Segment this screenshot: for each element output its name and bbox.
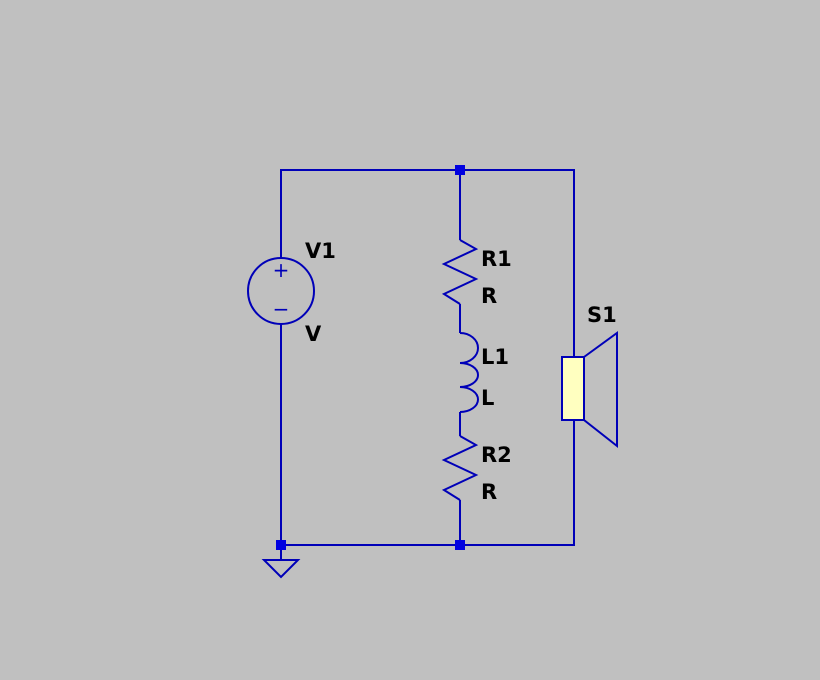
resistor-r2[interactable]: R2 R — [441, 435, 512, 504]
l1-value-label: L — [481, 386, 494, 410]
junction-bottom[interactable] — [455, 540, 465, 550]
l1-name-label: L1 — [481, 345, 509, 369]
junction-top[interactable] — [455, 165, 465, 175]
resistor-zigzag-icon — [441, 239, 479, 305]
speaker-cone-icon — [583, 331, 618, 449]
junction-ground[interactable] — [276, 540, 286, 550]
ground-icon — [261, 559, 301, 579]
v1-value-label: V — [305, 322, 322, 346]
speaker-body-icon — [561, 356, 585, 421]
ground-symbol[interactable] — [261, 559, 301, 579]
v1-name-label: V1 — [305, 239, 336, 263]
v1-minus-sign: − — [273, 297, 290, 321]
inductor-coil-icon — [459, 332, 479, 413]
resistor-zigzag-icon — [441, 435, 479, 501]
voltage-source-circle-icon — [247, 257, 315, 325]
r2-value-label: R — [481, 480, 497, 504]
junctions — [276, 165, 465, 550]
resistor-r1[interactable]: R1 R — [441, 239, 512, 308]
wire-left-bottom[interactable] — [280, 324, 575, 546]
speaker-s1[interactable]: S1 — [561, 303, 618, 449]
r1-value-label: R — [481, 284, 497, 308]
r2-name-label: R2 — [481, 443, 512, 467]
wires — [280, 169, 575, 560]
inductor-l1[interactable]: L1 L — [459, 332, 509, 413]
voltage-source-v1[interactable]: + − V1 V — [247, 239, 336, 346]
wire-top[interactable] — [280, 169, 575, 357]
v1-plus-sign: + — [273, 258, 290, 282]
s1-name-label: S1 — [587, 303, 617, 327]
r1-name-label: R1 — [481, 247, 512, 271]
